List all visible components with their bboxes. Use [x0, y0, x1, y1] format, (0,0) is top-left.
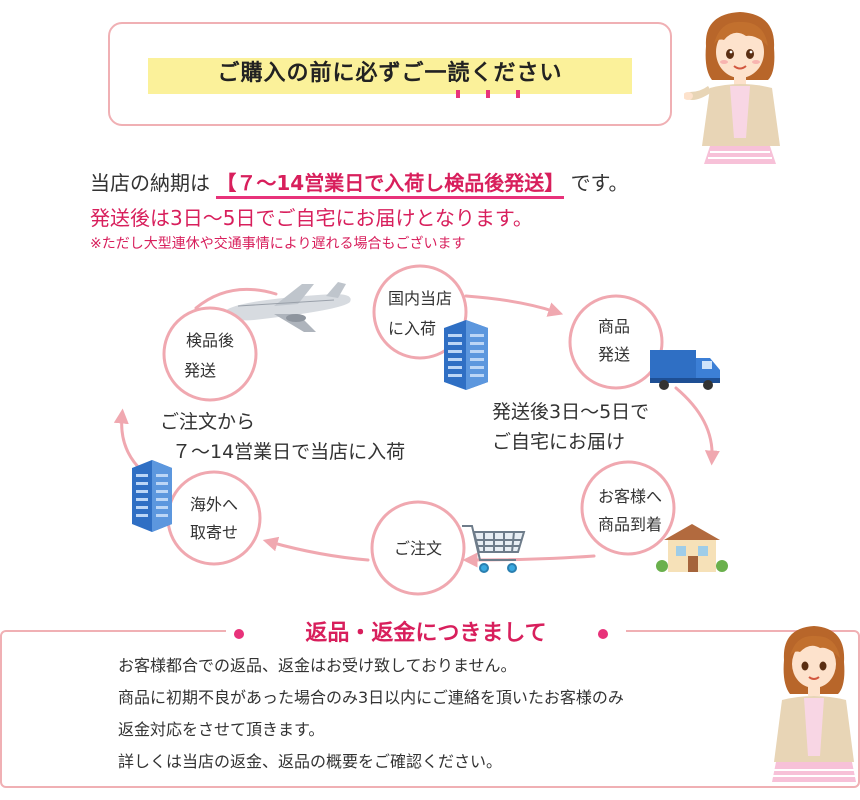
node-circle [580, 460, 676, 556]
node-arrive-line1: お客様へ [598, 487, 662, 506]
shopping-cart-icon [462, 525, 526, 573]
lead-highlight: 【７～14営業日で入荷し検品後発送】 [216, 171, 565, 199]
returns-line: 商品に初期不良があった場合のみ3日以内にご連絡を頂いたお客様のみ [118, 688, 624, 707]
delivery-truck-icon [650, 350, 720, 390]
notice-dots [456, 90, 520, 100]
woman-guide-illustration [684, 12, 780, 164]
node-domestic-arrival-line1: 国内当店 [388, 289, 452, 308]
node-circle [166, 470, 262, 566]
returns-line: お客様都合での返品、返金はお受け致しておりません。 [118, 656, 517, 675]
node-inspect-line1: 検品後 [186, 331, 234, 350]
house-icon [656, 524, 728, 572]
node-circle [162, 306, 258, 402]
returns-title: 返品・返金につきまして [305, 621, 547, 646]
node-order: ご注文 [394, 539, 442, 558]
returns-title-bg [226, 618, 626, 650]
node-ship-line2: 発送 [598, 345, 630, 364]
title-dot-left [234, 629, 244, 639]
center-left-line2: ７～14営業日で当店に入荷 [172, 441, 405, 463]
title-dot-right [598, 629, 608, 639]
node-domestic-arrival-line2: に入荷 [388, 319, 436, 338]
building-icon [444, 320, 488, 390]
returns-box [0, 630, 860, 788]
node-circle [372, 264, 468, 360]
node-circle [568, 294, 664, 390]
node-overseas-line1: 海外へ [190, 495, 238, 514]
airplane-icon [224, 282, 351, 332]
lead-delivery-time: 当店の納期は 【７～14営業日で入荷し検品後発送】 です。 [90, 170, 629, 199]
node-ship-line1: 商品 [598, 317, 630, 336]
notice-heading: ご購入の前に必ずご一読ください [148, 50, 632, 94]
returns-line: 返金対応をさせて頂きます。 [118, 720, 325, 739]
node-overseas-line2: 取寄せ [190, 523, 238, 542]
returns-line: 詳しくは当店の返金、返品の概要をご確認ください。 [118, 752, 503, 771]
node-inspect-line2: 発送 [184, 361, 216, 380]
building-icon [132, 460, 172, 532]
order-flow-diagram: 国内当店 に入荷 商品 発送 お客様へ 商品到着 ご注文 海外へ 取寄せ 検品後… [113, 264, 728, 596]
woman-guide-illustration [772, 626, 856, 782]
lead-note: ※ただし大型連休や交通事情により遅れる場合もございます [90, 236, 466, 252]
lead-delivery-days: 発送後は3日～5日でご自宅にお届けとなります。 [90, 206, 533, 230]
center-right-line2: ご自宅にお届け [492, 431, 625, 453]
lead-prefix: 当店の納期は [90, 171, 210, 195]
center-left-line1: ご注文から [160, 411, 255, 433]
flow-arrows [113, 287, 720, 568]
lead-suffix: です。 [570, 171, 629, 195]
center-right-line1: 発送後3日～5日で [492, 401, 649, 423]
node-circle [370, 500, 466, 596]
node-arrive-line2: 商品到着 [598, 515, 662, 534]
